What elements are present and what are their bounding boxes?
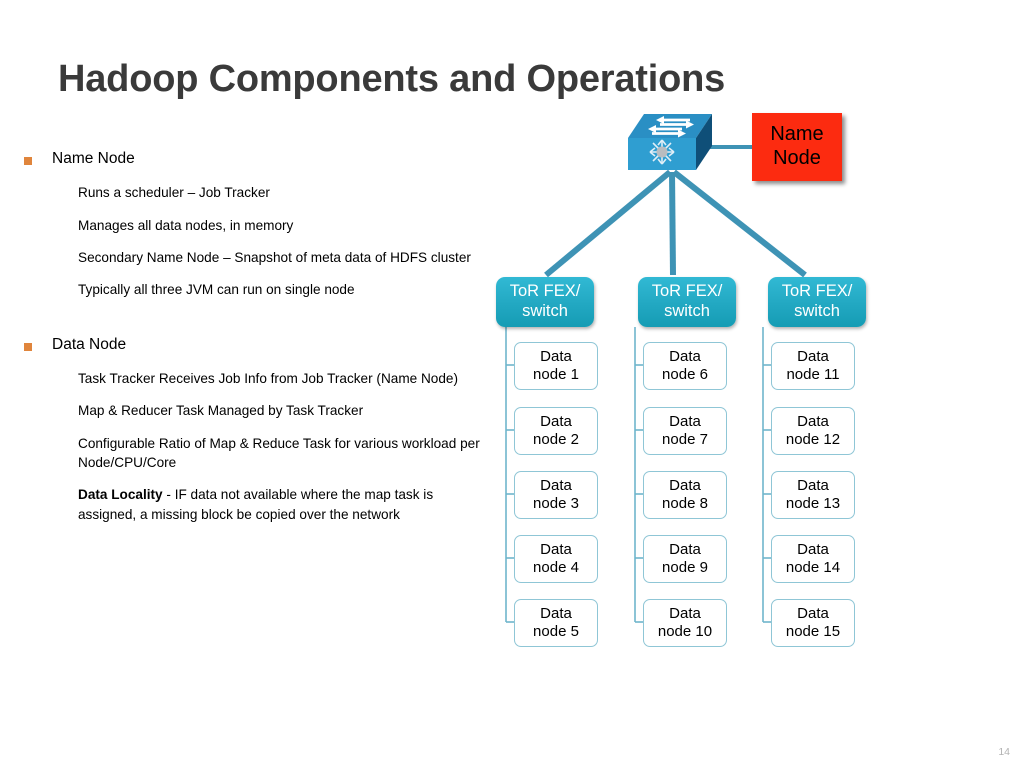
square-bullet-icon	[24, 157, 32, 165]
tor-switch-box-2[interactable]: ToR FEX/ switch	[638, 277, 736, 327]
tor-label-line-1: ToR FEX/	[651, 282, 723, 301]
data-node-line-1: Data	[669, 541, 701, 558]
tor-label-line-1: ToR FEX/	[509, 282, 581, 301]
page-title: Hadoop Components and Operations	[58, 58, 726, 100]
data-node-line-1: Data	[669, 605, 701, 622]
data-node-line-2: node 11	[786, 366, 840, 383]
data-node-line-1: Data	[797, 413, 829, 430]
data-node-line-2: node 1	[533, 366, 579, 383]
data-node-line-2: node 6	[662, 366, 708, 383]
data-node-box[interactable]: Data node 8	[643, 471, 727, 519]
data-locality-text: - IF data not available where the map ta…	[78, 487, 434, 522]
name-node-line-2: Node	[773, 147, 821, 169]
data-locality-label: Data Locality	[78, 487, 163, 503]
tor-label-line-2: switch	[664, 302, 710, 320]
page-number: 14	[998, 746, 1010, 758]
link-switch-to-tor-3	[672, 169, 807, 278]
data-node-box[interactable]: Data node 13	[771, 471, 855, 519]
data-node-box[interactable]: Data node 1	[514, 342, 598, 390]
sub-bullet-item: Typically all three JVM can run on singl…	[78, 282, 355, 298]
data-node-line-1: Data	[540, 348, 572, 365]
data-node-box[interactable]: Data node 4	[514, 535, 598, 583]
data-node-line-1: Data	[669, 413, 701, 430]
data-node-line-1: Data	[540, 413, 572, 430]
data-node-line-1: Data	[797, 605, 829, 622]
sub-bullet-item: Runs a scheduler – Job Tracker	[78, 185, 270, 201]
tor-switch-box-1[interactable]: ToR FEX/ switch	[496, 277, 594, 327]
data-node-line-2: node 3	[533, 495, 579, 512]
data-node-line-2: node 12	[785, 431, 841, 448]
link-switch-to-tor-1	[544, 169, 672, 278]
data-node-box[interactable]: Data node 2	[514, 407, 598, 455]
data-node-box[interactable]: Data node 5	[514, 599, 598, 647]
bullet-content: Name Node Runs a scheduler – Job Tracker…	[0, 148, 492, 524]
square-bullet-icon	[24, 342, 32, 351]
sub-bullet-item: Configurable Ratio of Map & Reduce Task …	[78, 435, 480, 471]
data-node-box[interactable]: Data node 7	[643, 407, 727, 455]
bullet-heading-name-node: Name Node	[0, 148, 492, 170]
data-node-line-1: Data	[797, 348, 829, 365]
data-node-box[interactable]: Data node 6	[643, 342, 727, 390]
data-node-box[interactable]: Data node 12	[771, 407, 855, 455]
sub-bullet-item: Manages all data nodes, in memory	[78, 217, 294, 233]
data-node-line-2: node 10	[657, 623, 713, 640]
data-node-box[interactable]: Data node 9	[643, 535, 727, 583]
tor-switch-box-3[interactable]: ToR FEX/ switch	[768, 277, 866, 327]
tor-label-line-2: switch	[794, 302, 840, 320]
network-switch-icon	[624, 112, 716, 180]
data-node-line-1: Data	[797, 477, 829, 494]
link-switch-to-tor-2	[669, 171, 676, 276]
data-node-line-2: node 9	[662, 559, 708, 576]
data-node-line-2: node 2	[533, 431, 579, 448]
tor-label-line-2: switch	[522, 302, 568, 320]
data-node-box[interactable]: Data node 15	[771, 599, 855, 647]
bullet-heading-label: Name Node	[52, 150, 135, 167]
data-node-line-1: Data	[540, 605, 572, 622]
sub-bullet-item: Task Tracker Receives Job Info from Job …	[78, 371, 458, 387]
data-node-line-2: node 7	[662, 431, 708, 448]
bullet-heading-data-node: Data Node	[0, 334, 492, 356]
data-node-line-1: Data	[797, 541, 829, 558]
network-topology-diagram: Name Node ToR FEX/ switch ToR FEX/ switc…	[480, 100, 1024, 670]
data-node-box[interactable]: Data node 11	[771, 342, 855, 390]
data-node-line-2: node 4	[533, 559, 579, 576]
data-node-line-1: Data	[540, 477, 572, 494]
data-node-line-2: node 13	[785, 495, 841, 512]
data-node-line-2: node 14	[785, 559, 841, 576]
data-node-box[interactable]: Data node 3	[514, 471, 598, 519]
bullet-heading-label: Data Node	[52, 335, 127, 353]
sub-bullet-item-data-locality: Data Locality - IF data not available wh…	[78, 485, 488, 524]
data-node-line-1: Data	[669, 348, 701, 365]
data-node-line-2: node 15	[785, 623, 841, 640]
name-node-box[interactable]: Name Node	[752, 113, 842, 181]
data-node-line-2: node 8	[662, 495, 708, 512]
section-spacer	[0, 300, 492, 334]
data-node-line-2: node 5	[533, 623, 579, 640]
tor-label-line-1: ToR FEX/	[781, 282, 853, 301]
data-node-line-1: Data	[669, 477, 701, 494]
sub-bullet-item: Map & Reducer Task Managed by Task Track…	[78, 403, 364, 419]
sub-bullet-item: Secondary Name Node – Snapshot of meta d…	[78, 250, 471, 266]
data-node-box[interactable]: Data node 14	[771, 535, 855, 583]
name-node-line-1: Name	[770, 123, 824, 146]
data-node-line-1: Data	[540, 541, 572, 558]
data-node-box[interactable]: Data node 10	[643, 599, 727, 647]
